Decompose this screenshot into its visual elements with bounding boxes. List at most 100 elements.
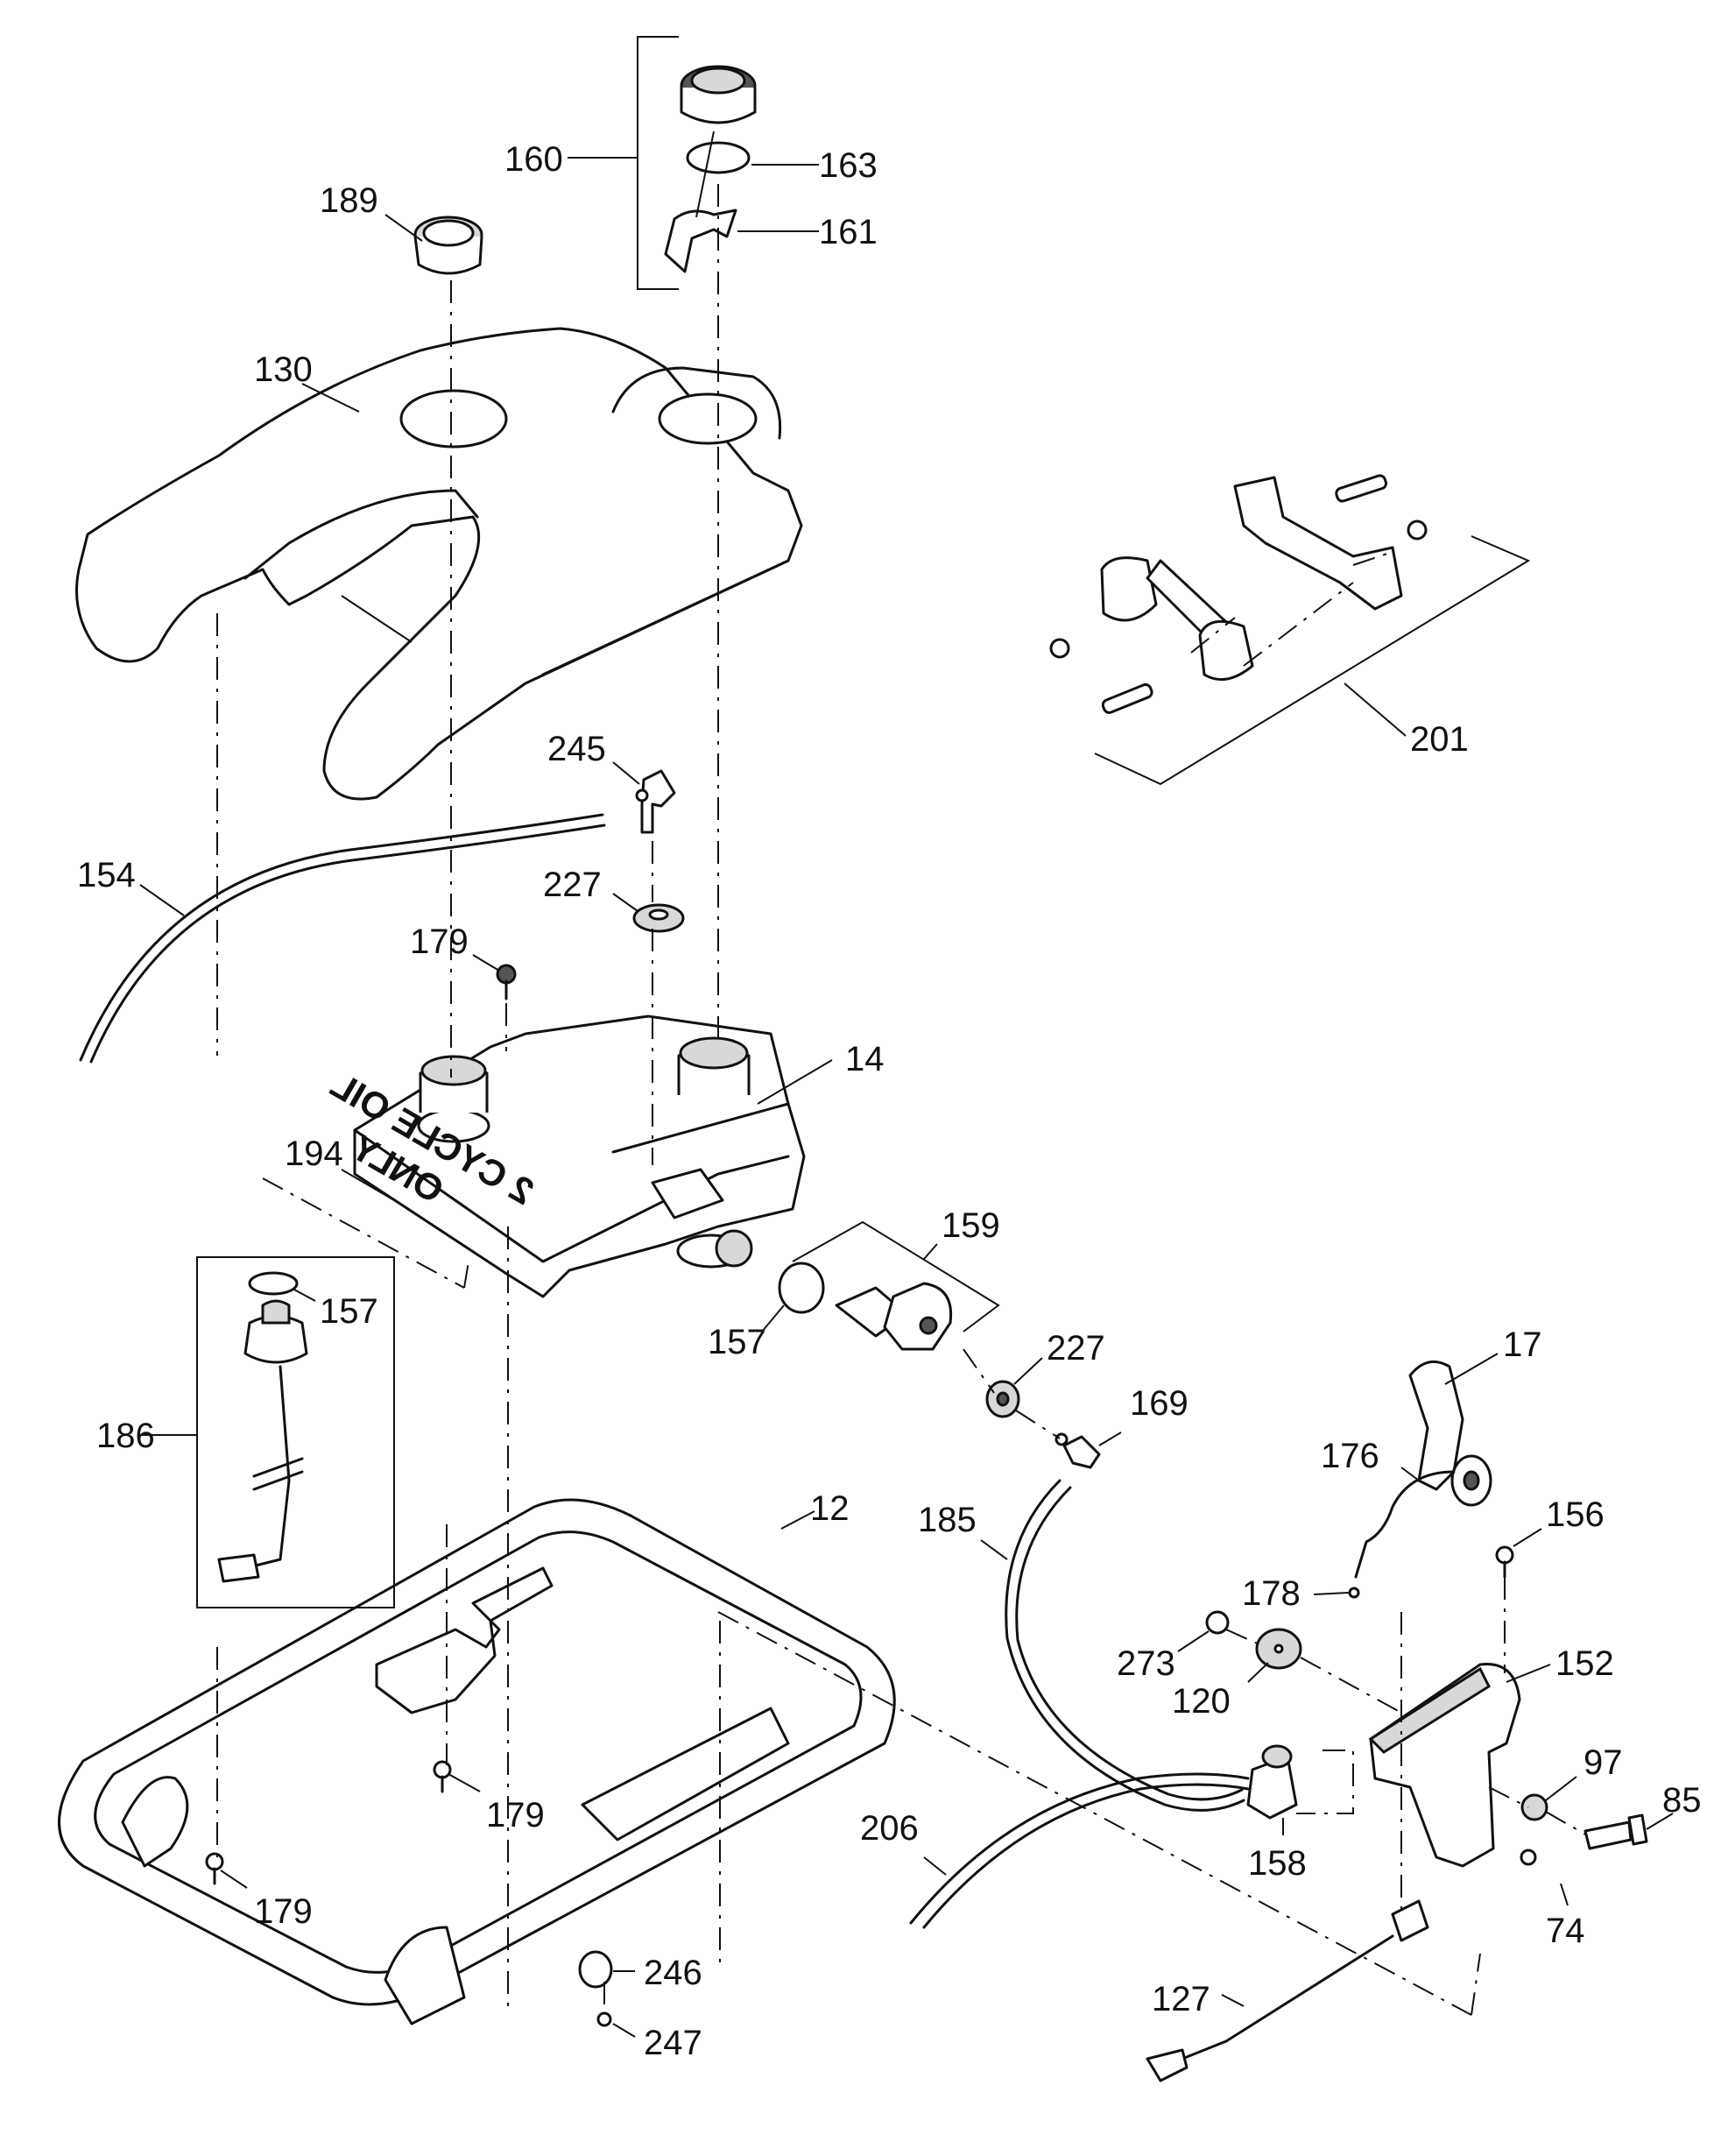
clamp-246 [578,1950,635,1989]
callout-186: 186 [96,1417,155,1455]
callout-201: 201 [1410,720,1469,759]
callout-227-top: 227 [543,866,602,904]
leader-157-inset [293,1289,316,1302]
callout-246: 246 [644,1954,702,1992]
cable-127 [1146,1899,1429,2082]
screw-74 [1520,1849,1569,1906]
leader-12 [780,1510,815,1530]
callout-74: 74 [1546,1912,1585,1950]
hose-185 [980,1479,1245,1812]
group-bracket-160 [637,36,679,290]
handle-bolt-bottom [1101,682,1153,714]
callout-labels: 160 163 161 189 130 201 245 154 227 179 … [77,140,1702,2062]
hose-154 [79,813,606,1064]
nut [1049,638,1070,659]
callout-227-lower: 227 [1047,1329,1105,1368]
callout-178: 178 [1242,1574,1301,1613]
leader-206 [923,1856,947,1876]
leader-14 [757,1059,833,1105]
o-ring-157 [778,1262,825,1314]
oil-fill-opening [399,389,508,449]
callout-273: 273 [1117,1644,1175,1683]
screw-179-top [472,954,517,1000]
screw-156 [1495,1528,1542,1579]
callout-152: 152 [1555,1644,1614,1683]
screw-179-left [205,1852,248,1889]
leader-17 [1444,1353,1499,1385]
switch-158 [1246,1744,1298,1835]
callout-127: 127 [1152,1980,1210,2018]
callout-179-top: 179 [410,922,469,961]
leader-273 [1177,1630,1210,1652]
cap-assembly-group [568,36,819,290]
bolt-85 [1583,1813,1674,1850]
leader-127 [1221,1994,1245,2007]
fuel-cap [680,65,757,124]
leader-74 [1560,1883,1569,1906]
leader-179-top [472,954,500,972]
nut [1407,520,1428,541]
leader-194 [341,595,413,643]
filter-group-159 [761,1220,1000,1351]
leader-169 [1098,1431,1122,1446]
leader-245 [612,761,640,785]
nut-273 [1177,1610,1230,1652]
callout-194: 194 [285,1135,343,1173]
fuel-fill-opening [658,392,758,445]
callout-159: 159 [942,1206,1000,1245]
handle-bolt-top [1335,474,1387,503]
washer-97 [1520,1776,1577,1821]
assembly-lines [216,184,1588,2016]
frame-12 [58,1498,896,2025]
frame-mount-plate [375,1566,554,1714]
callout-160: 160 [504,140,563,179]
leader-154 [139,884,185,916]
sensor-inset-186 [140,1256,395,1608]
leader-247 [612,2023,636,2038]
group-frame-201 [1094,535,1531,786]
handle-assembly-201 [1049,474,1531,786]
oil-tank-14: 2 CYCLE OIL ONLY [324,595,833,1298]
grommet-227-lower [985,1357,1043,1418]
wire-176 [1354,1467,1456,1579]
callout-179-mid: 179 [486,1796,545,1834]
leader-178 [1313,1592,1350,1595]
leader-97 [1545,1776,1577,1801]
frame-bracket [581,1707,790,1841]
callout-156: 156 [1546,1495,1605,1534]
callout-179-left: 179 [254,1892,313,1931]
callout-97: 97 [1583,1743,1623,1782]
callout-17: 17 [1503,1325,1542,1364]
filter-body [883,1282,953,1351]
screw-247 [596,2011,636,2038]
strainer-161 [664,209,737,273]
leader-194-tank [341,1169,395,1201]
leader-189 [384,214,423,242]
oil-cap-189 [384,214,483,275]
callout-245: 245 [547,730,606,768]
callout-14: 14 [845,1040,885,1078]
leader-179-mid [448,1773,481,1792]
bracket-152 [1368,1663,1551,1868]
callout-85: 85 [1662,1781,1702,1820]
o-ring-163 [686,141,751,174]
sensor-connector [217,1553,260,1583]
callout-154: 154 [77,856,136,894]
fitting-245 [612,761,676,834]
pin-178 [1313,1587,1360,1599]
callout-247: 247 [644,2024,702,2062]
screw-179-mid [433,1760,481,1793]
callout-130: 130 [254,350,313,389]
leader-159 [923,1243,938,1260]
callout-161: 161 [819,213,878,251]
tank-mount-tab [651,1168,724,1219]
leader-179-left [220,1870,248,1889]
leader-176 [1400,1467,1420,1481]
callout-163: 163 [819,146,878,185]
callout-158: 158 [1248,1844,1307,1883]
cover-130 [75,327,803,801]
leader-130 [301,383,360,413]
cable-connector [1146,2048,1188,2082]
callout-185: 185 [918,1501,977,1539]
